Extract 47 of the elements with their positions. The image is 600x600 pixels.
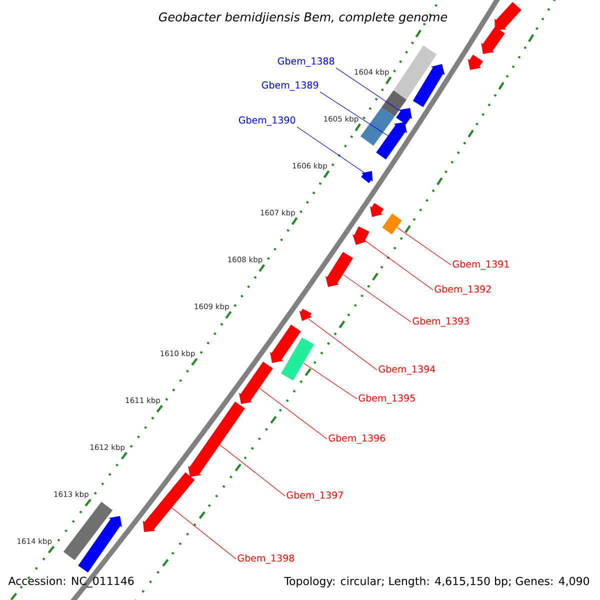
gene-feature [396,108,412,124]
gene-feature [412,64,445,108]
leader-line [364,240,434,290]
leader-line [303,362,358,400]
gene-feature [188,402,245,477]
leader-line [220,444,286,496]
gene-feature [494,2,522,30]
gene-label: Gbem_1388 [278,57,334,67]
gene-label: Gbem_1397 [286,491,343,501]
leader-line [320,92,388,136]
gene-feature [238,362,273,404]
leader-line [259,388,328,440]
leader-line [296,126,364,173]
gene-feature [382,214,402,234]
gene-feature [381,90,407,117]
leader-line [342,274,412,322]
gene-feature [142,472,195,532]
gene-feature [280,337,314,381]
gene-label: Gbem_1393 [412,317,469,327]
gene-feature [299,308,312,321]
genome-summary-text: Topology: circular; Length: 4,615,150 bp; Genes: 4,090 [284,576,590,588]
gene-feature [361,171,373,184]
gene-label: Gbem_1395 [358,394,415,404]
gene-feature [468,54,483,70]
gene-feature [370,203,384,217]
gene-label: Gbem_1389 [262,81,318,91]
leader-line [172,508,236,560]
gene-feature [393,46,437,100]
gene-label: Gbem_1396 [328,434,385,444]
leader-line [336,68,401,112]
gene-feature [270,324,301,363]
gene-feature [360,107,394,146]
gene-label: Gbem_1390 [238,116,296,126]
gene-label: Gbem_1392 [434,285,491,295]
gene-label: Gbem_1394 [378,365,436,375]
gene-feature [481,26,505,54]
title: Geobacter bemidjiensis Bem, complete genome [158,12,448,24]
gene-feature [63,502,113,560]
gene-feature [78,516,122,572]
gene-feature [376,122,407,160]
gene-label: Gbem_1398 [238,554,294,564]
gene-feature [352,226,370,245]
leader-line [396,227,452,266]
gene-label: Gbem_1391 [452,260,509,270]
accession-text: Accession: NC_011146 [8,576,134,588]
leader-line [308,318,378,370]
gene-feature [325,252,354,287]
